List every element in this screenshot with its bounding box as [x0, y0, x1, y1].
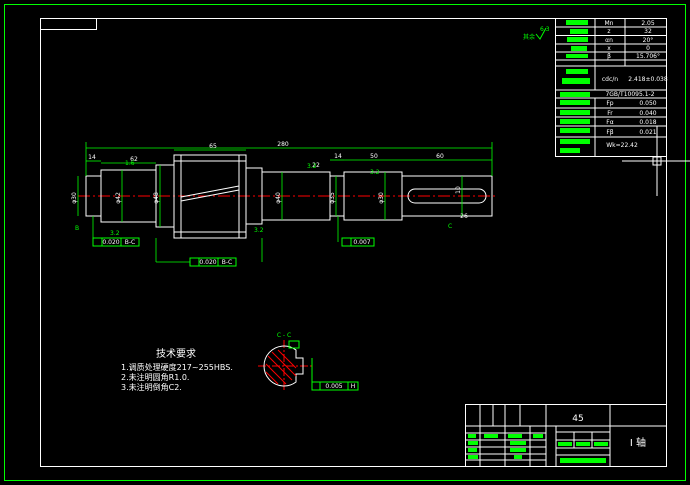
- tol2-value: 0.020: [199, 259, 216, 266]
- param-sym-1: z: [607, 28, 610, 35]
- param-sym-3: x: [607, 45, 611, 52]
- roughness-note-value: 6.3: [540, 26, 550, 33]
- tolerance-frame-2: 0.020 B-C: [189, 257, 237, 267]
- roughness-note-text: 其余: [523, 33, 535, 41]
- dim-phi35: φ35: [329, 192, 336, 204]
- roughness-b: 3.2: [254, 227, 264, 234]
- dim-key2: 26: [460, 213, 468, 220]
- dim-overall: 280: [277, 141, 289, 148]
- datum-c-label: C: [448, 223, 452, 230]
- param-wk: Wk=22.42: [606, 142, 638, 149]
- param-standard: 7GB/T10095.1-2: [605, 91, 654, 98]
- tol2-ref: B-C: [222, 259, 232, 266]
- roughness-d: 3.2: [370, 169, 380, 176]
- dim-phi42: φ42: [115, 192, 122, 204]
- tech-req-item-3: 3.未注明倒角C2.: [121, 382, 182, 392]
- tol-val-3: 0.021: [639, 129, 656, 136]
- section-cc-view: C - C 0.005 H: [258, 332, 359, 392]
- dimension-texts: 280 14 62 65 22 14 50 60 φ30 φ42 φ48 φ40…: [71, 141, 468, 237]
- tech-req-title: 技术要求: [156, 347, 196, 360]
- dim-65: 65: [209, 143, 217, 150]
- tol-val-0: 0.050: [639, 100, 656, 107]
- tolerance-frame-1: 0.020 B-C: [92, 237, 140, 247]
- tech-req-item-2: 2.未注明圆角R1.0.: [121, 372, 189, 382]
- title-block: 45 I 轴: [465, 404, 667, 467]
- parameter-table: Mn 2.05 z 32 αn 20° x 0 β 15.706° cdc/n …: [555, 18, 668, 157]
- roughness-e: 1.6: [125, 160, 135, 167]
- param-val-3: 0: [646, 45, 650, 52]
- dim-phi40: φ40: [275, 192, 282, 204]
- param-val-2: 20°: [643, 37, 654, 44]
- dim-50: 50: [370, 153, 378, 160]
- dim-phi30b: φ30: [378, 192, 385, 204]
- outer-frame: [4, 4, 686, 481]
- section-label: C - C: [277, 332, 291, 339]
- dim-62: 62: [130, 156, 138, 163]
- param-sym-4: β: [607, 53, 611, 60]
- technical-requirements: 技术要求 1.调质处理硬度217~255HBS. 2.未注明圆角R1.0. 3.…: [121, 347, 233, 392]
- top-left-label-box: [40, 18, 97, 30]
- material-text: 45: [572, 414, 583, 424]
- param-b-val: 2.418±0.038: [628, 76, 668, 83]
- roughness-c: 3.2: [307, 163, 317, 170]
- tol-sym-0: Fp: [606, 100, 613, 107]
- tol1-value: 0.020: [102, 239, 119, 246]
- tol-sym-3: Fβ: [606, 129, 613, 136]
- part-name-text: I 轴: [630, 436, 646, 449]
- roughness-a: 3.2: [110, 230, 120, 237]
- param-val-0: 2.05: [641, 20, 655, 27]
- dim-60: 60: [436, 153, 444, 160]
- tolerance-frame-3: 0.007: [341, 237, 375, 247]
- crosshair-cursor: [622, 126, 690, 196]
- param-sym-2: αn: [605, 37, 613, 44]
- tol-sym-1: Fr: [607, 110, 613, 117]
- tol3-value: 0.007: [353, 239, 370, 246]
- tol-sym-2: Fα: [606, 119, 613, 126]
- tech-req-item-1: 1.调质处理硬度217~255HBS.: [121, 362, 233, 372]
- shaft-main-view: [78, 154, 498, 239]
- datum-b-label: B: [75, 225, 79, 232]
- dim-14a: 14: [88, 154, 96, 161]
- tol4-ref: H: [351, 383, 356, 390]
- dimension-lines: [77, 142, 493, 263]
- dim-14b: 14: [334, 153, 342, 160]
- dim-22: 22: [312, 162, 320, 169]
- roughness-note: 其余 6.3: [523, 26, 550, 41]
- param-sym-0: Mn: [605, 20, 614, 27]
- tol1-ref: B-C: [125, 239, 135, 246]
- tol4-value: 0.005: [325, 383, 342, 390]
- dim-key: 10: [455, 186, 462, 194]
- param-val-1: 32: [644, 28, 652, 35]
- inner-frame: [40, 18, 667, 467]
- dim-phi48: φ48: [153, 192, 160, 204]
- tol-val-2: 0.018: [639, 119, 656, 126]
- tol-val-1: 0.040: [639, 110, 656, 117]
- param-val-4: 15.706°: [636, 53, 660, 60]
- param-b-sym: cdc/n: [602, 76, 618, 83]
- dim-phi30: φ30: [71, 192, 78, 204]
